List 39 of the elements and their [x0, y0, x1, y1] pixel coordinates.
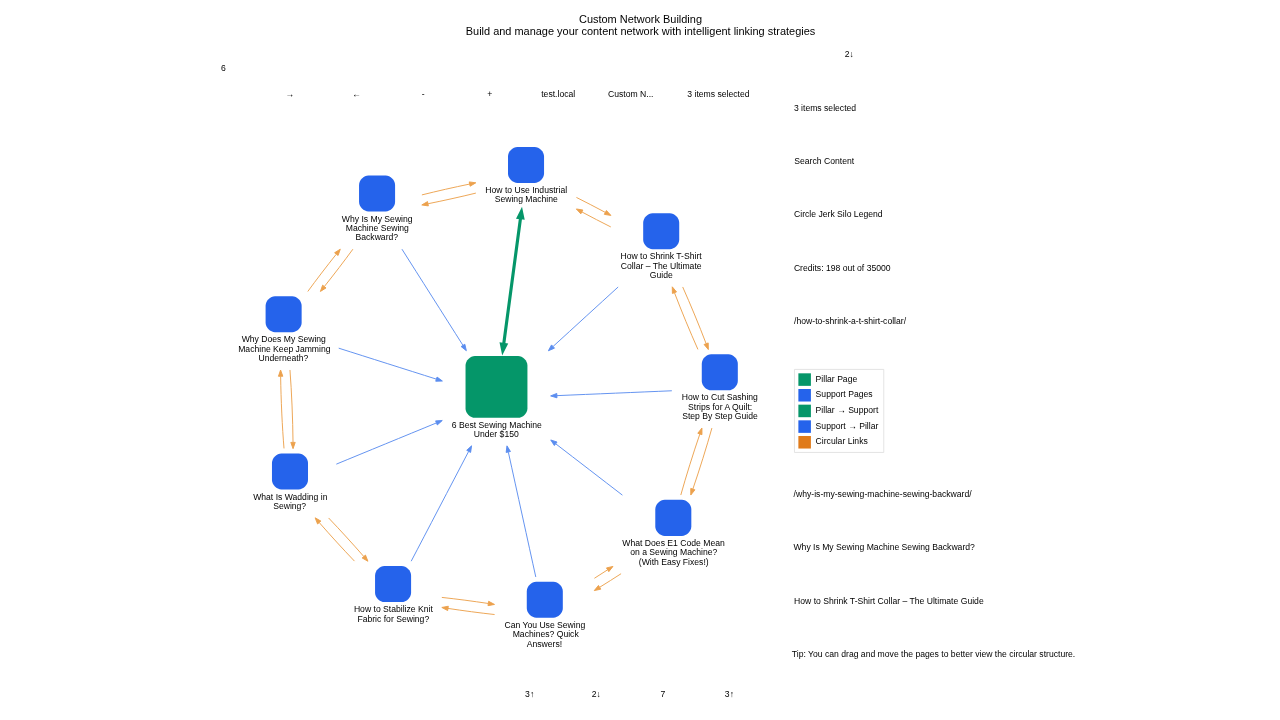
node-label: How to Shrink T-Shirt Collar – The Ultimate Guide: [619, 251, 702, 281]
label: 3 items selected: [686, 89, 750, 100]
node-label: Why Is My Sewing Machine Sewing Backward?: [341, 213, 413, 243]
node-label: What Is Wadding in Sewing?: [252, 491, 327, 511]
legend-label: Support Pages: [815, 389, 873, 400]
node-label: Why Does My Sewing Machine Keep Jamming Underneath?: [237, 334, 331, 364]
label: test.local: [540, 89, 575, 100]
legend-label: Pillar Page: [815, 373, 857, 384]
label: Search Content: [793, 155, 854, 166]
label: 7: [659, 688, 665, 699]
legend-label: Support → Pillar: [815, 420, 878, 431]
label: +: [486, 89, 492, 100]
label: 3↑: [724, 688, 734, 699]
label: →: [285, 89, 294, 100]
label: Tip: You can drag and move the pages to better view the circular structure.: [791, 648, 1075, 659]
label: 3 items selected: [793, 102, 856, 113]
label: 6: [220, 62, 226, 73]
label: ←: [351, 89, 361, 100]
caption: Build and manage your content network with intelligent linking strategies: [465, 25, 815, 38]
node-label: How to Cut Sashing Strips for A Quilt: Step By Step Guide: [681, 392, 758, 422]
legend-label: Circular Links: [815, 436, 868, 447]
diagram-title: Custom Network Building: [578, 13, 702, 26]
label: 3↑: [524, 688, 534, 699]
legend-label: Pillar → Support: [815, 405, 878, 416]
label: Credits: 198 out of 35000: [793, 262, 891, 273]
node-label: How to Use Industrial Sewing Machine: [484, 185, 567, 205]
label: /why-is-my-sewing-machine-sewing-backward/: [793, 488, 972, 499]
label: Circle Jerk Silo Legend: [793, 209, 883, 220]
label: /how-to-shrink-a-t-shirt-collar/: [793, 315, 906, 326]
node-label: How to Stabilize Knit Fabric for Sewing?: [353, 604, 433, 624]
node-label: What Does E1 Code Mean on a Sewing Machine? (With Easy Fixes!): [621, 537, 725, 567]
label: -: [421, 89, 425, 100]
label: How to Shrink T-Shirt Collar – The Ultimate Guide: [793, 595, 984, 606]
label: 2↓: [844, 49, 854, 60]
label: Custom N...: [607, 89, 653, 100]
node-label: 6 Best Sewing Machine Under $150: [451, 419, 542, 440]
node-label: Can You Use Sewing Machines? Quick Answers!: [503, 619, 585, 649]
label: Why Is My Sewing Machine Sewing Backward?: [792, 542, 975, 553]
label: 2↓: [591, 688, 601, 699]
